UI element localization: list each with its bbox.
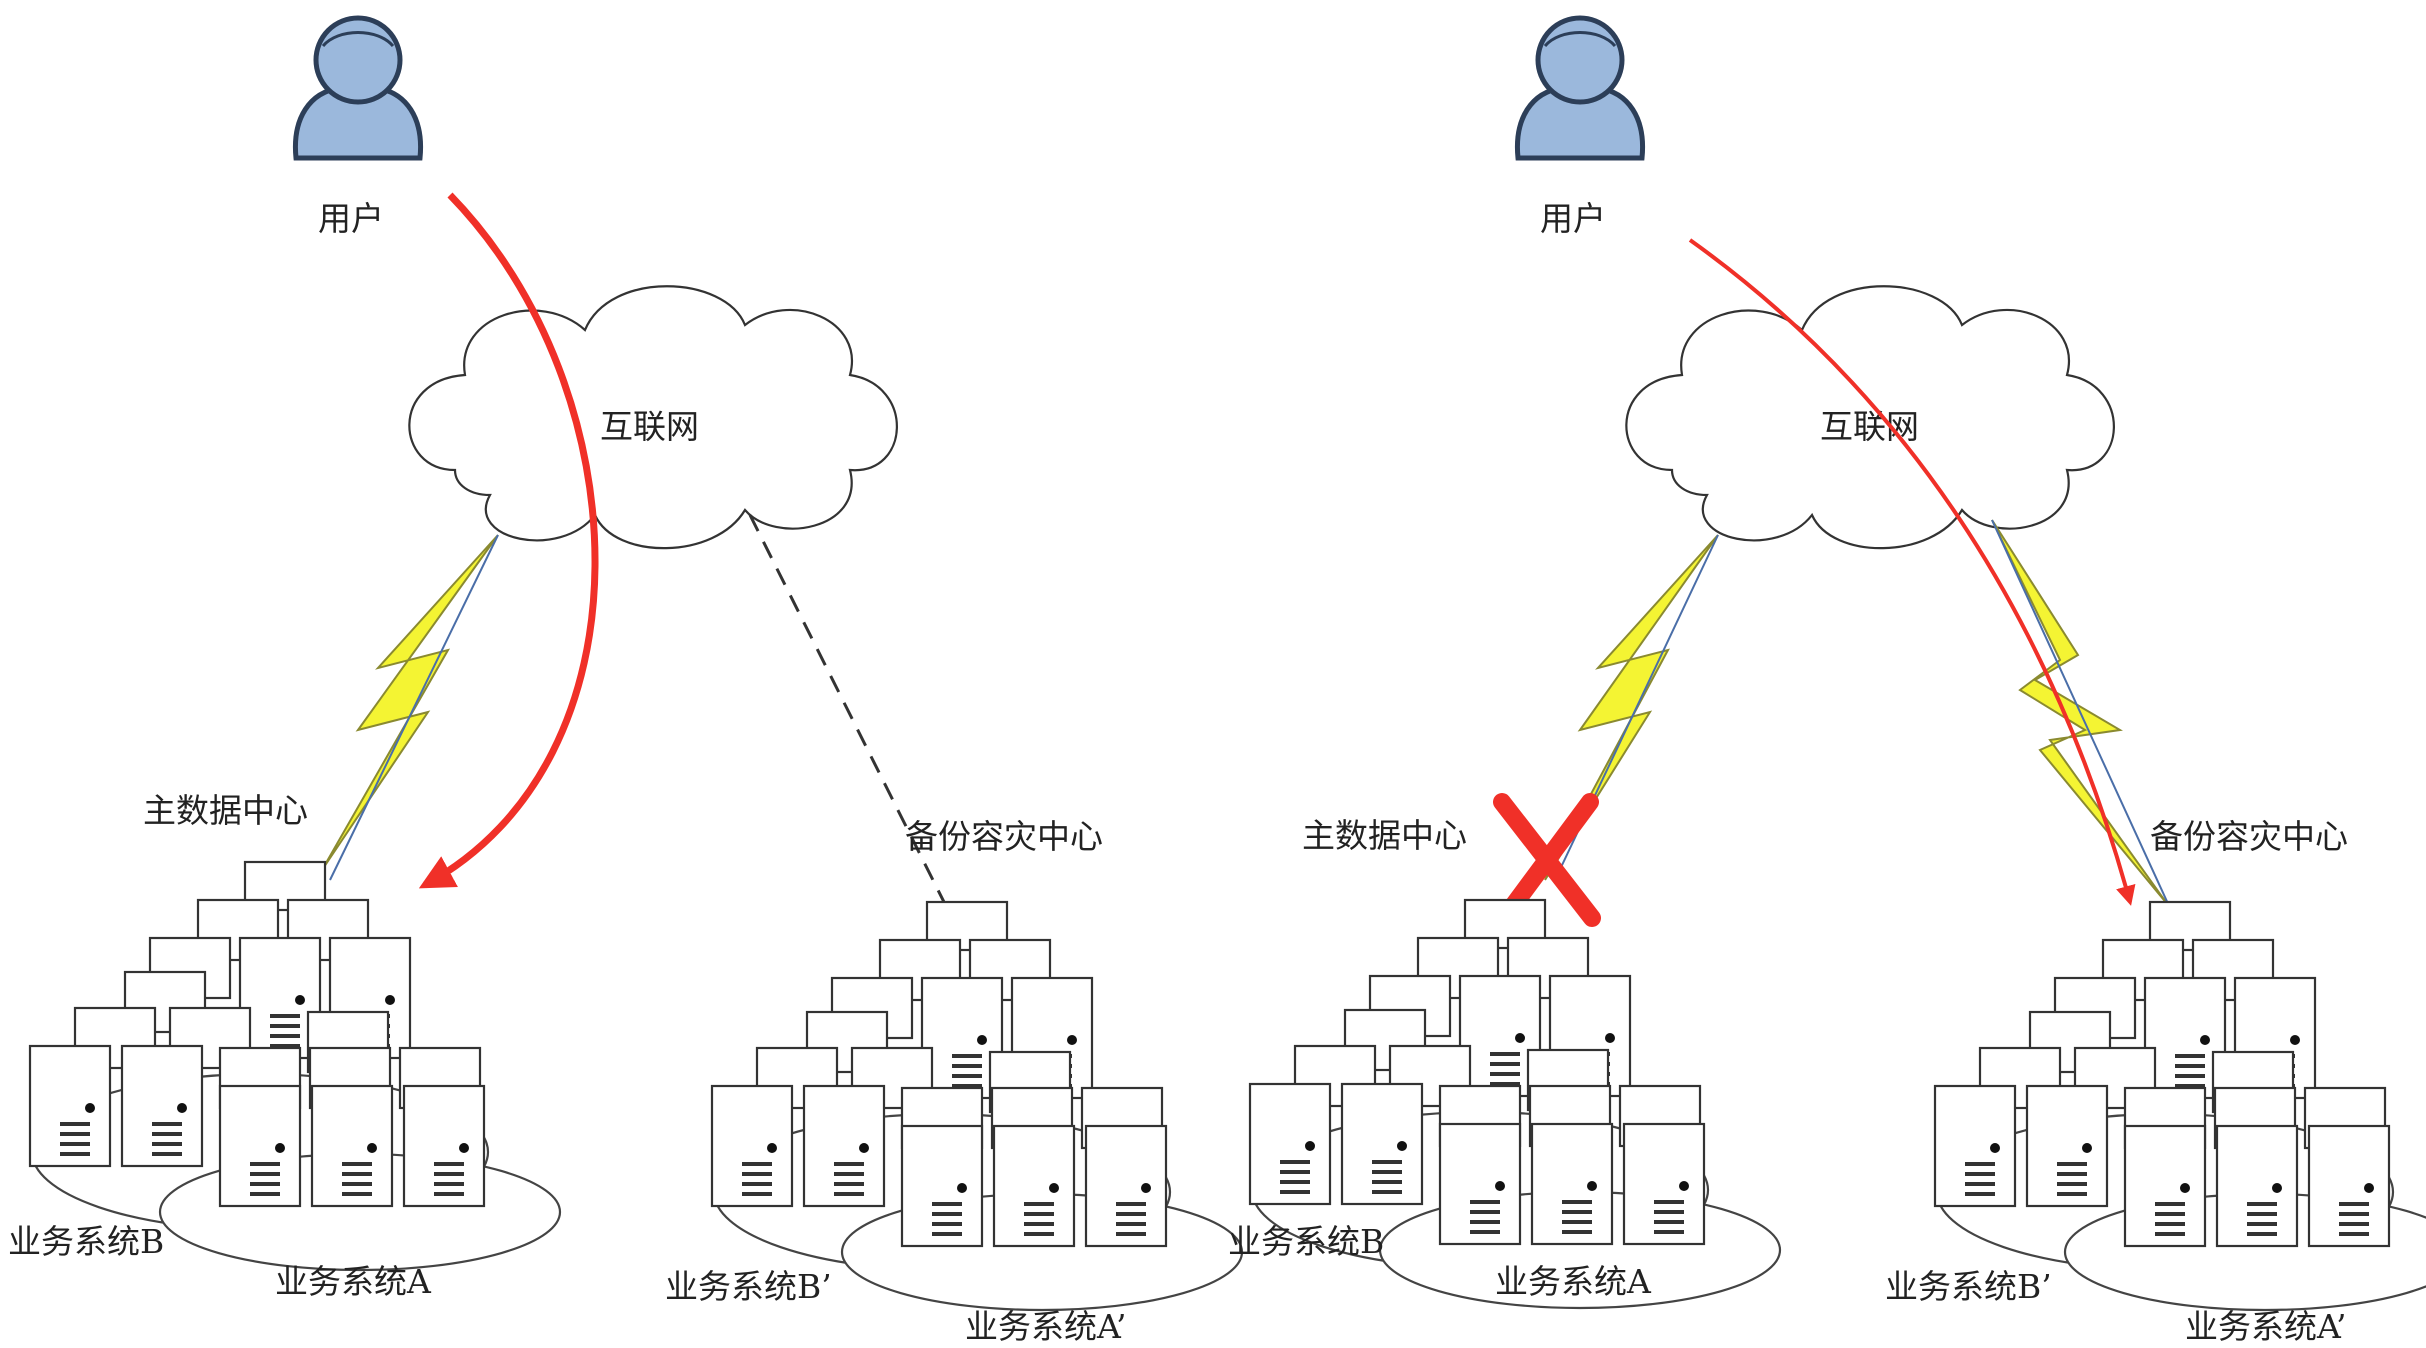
primary-system-b-label: 业务系统B	[8, 1222, 164, 1261]
panel-normal-operation: 用户 互联网 主数据中心 备份容灾中心 业务系统B 业务系统A 业务系统B’ 业…	[8, 18, 1242, 1346]
backup-system-a-label: 业务系统A’	[965, 1307, 1126, 1346]
backup-center-label: 备份容灾中心	[2150, 817, 2348, 856]
primary-system-a-label: 业务系统A	[275, 1262, 432, 1301]
user-label: 用户	[318, 199, 384, 238]
link-line-backup	[1991, 519, 2171, 909]
user-label: 用户	[1540, 199, 1606, 238]
backup-system-a-label: 业务系统A’	[2185, 1307, 2346, 1346]
primary-server-cluster	[30, 862, 560, 1270]
standby-dashed-link	[748, 514, 960, 931]
panel-failover: 用户 互联网 主数据中心 备份容灾中心 业务系统B 业务系统A 业务系统B’ 业…	[1228, 18, 2426, 1346]
primary-center-label: 主数据中心	[143, 791, 308, 830]
backup-server-cluster	[712, 902, 1242, 1310]
lightning-link-primary	[321, 534, 499, 871]
user-icon	[295, 18, 420, 158]
lightning-link-primary	[1544, 534, 1719, 881]
backup-center-label: 备份容灾中心	[905, 817, 1103, 856]
user-traffic-arrow	[418, 192, 599, 889]
primary-system-b-label: 业务系统B	[1228, 1222, 1384, 1261]
backup-server-cluster	[1935, 902, 2426, 1310]
primary-system-a-label: 业务系统A	[1495, 1262, 1652, 1301]
backup-system-b-label: 业务系统B’	[1885, 1267, 2052, 1306]
failover-traffic-arrow	[1688, 238, 2136, 906]
failure-x-mark	[1493, 793, 1601, 927]
backup-system-b-label: 业务系统B’	[665, 1267, 832, 1306]
link-line-primary	[329, 534, 499, 881]
user-icon	[1517, 18, 1642, 158]
internet-label: 互联网	[600, 407, 699, 446]
primary-center-label: 主数据中心	[1302, 816, 1467, 855]
